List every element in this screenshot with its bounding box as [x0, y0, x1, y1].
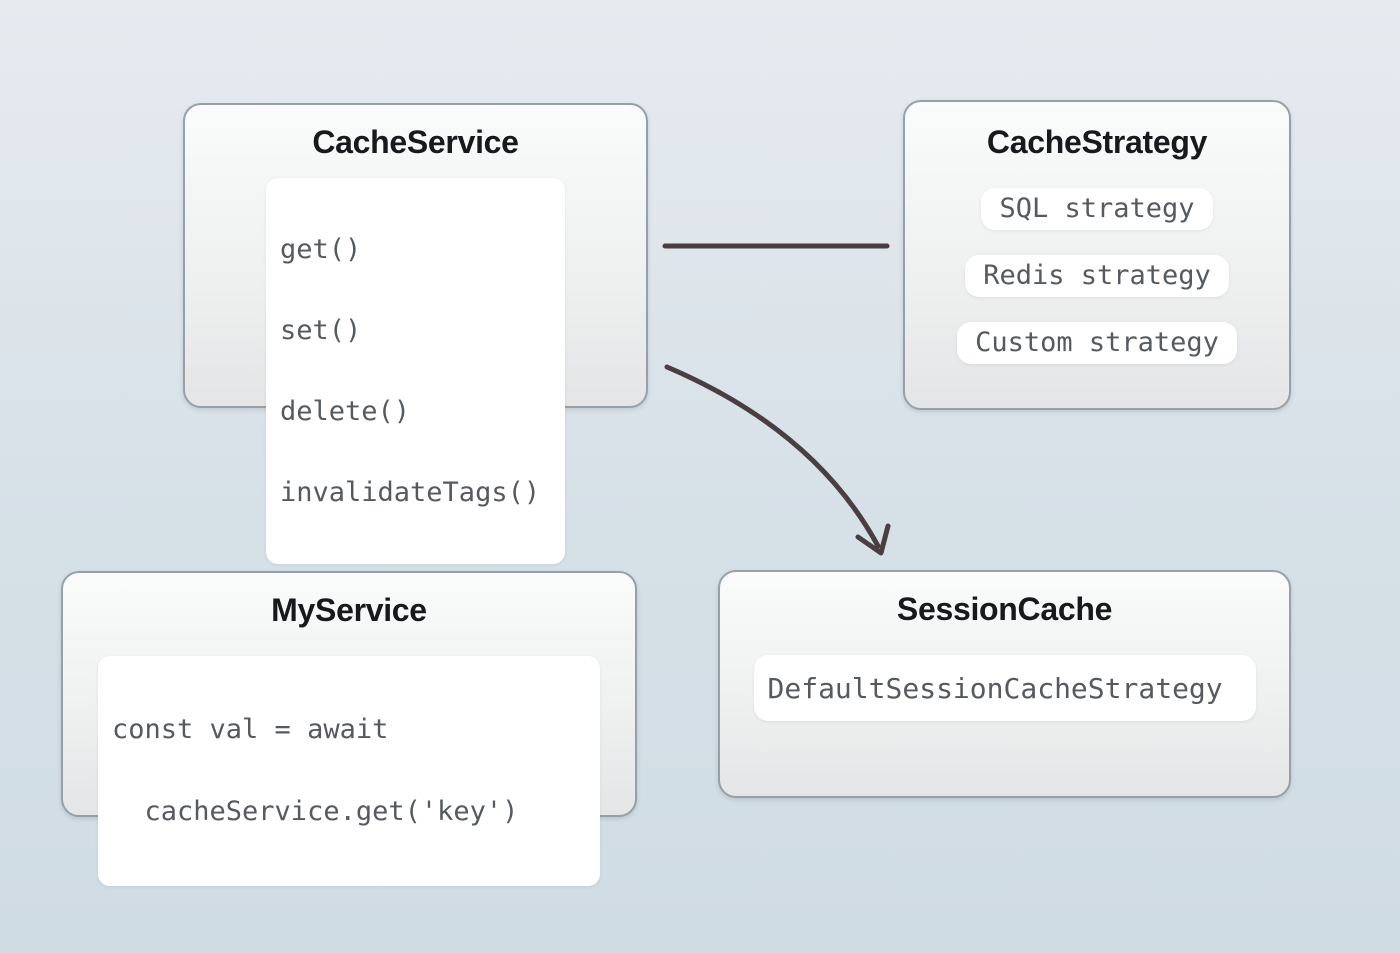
method-set: set() — [280, 315, 362, 346]
method-invalidate-tags: invalidateTags() — [280, 477, 541, 508]
node-session-cache: SessionCache DefaultSessionCacheStrategy — [718, 570, 1291, 798]
method-get: get() — [280, 234, 362, 265]
edge-cacheservice-sessioncache-curve — [664, 364, 881, 549]
pill-default-session-cache-strategy: DefaultSessionCacheStrategy — [753, 655, 1256, 721]
cache-service-methods-panel: get() set() delete() invalidateTags() — [266, 178, 565, 564]
method-delete: delete() — [280, 396, 411, 427]
arrowhead-sessioncache-icon — [855, 523, 891, 556]
code-line-2: cacheService.get('key') — [112, 796, 519, 827]
node-cache-strategy: CacheStrategy SQL strategy Redis strateg… — [903, 100, 1291, 410]
pill-sql-strategy: SQL strategy — [981, 188, 1213, 230]
node-title-cache-service: CacheService — [312, 124, 519, 160]
pill-custom-strategy: Custom strategy — [957, 322, 1237, 364]
my-service-code-panel: const val = await cacheService.get('key'… — [98, 656, 600, 886]
code-line-1: const val = await — [112, 714, 389, 745]
strategy-pill-stack: SQL strategy Redis strategy Custom strat… — [957, 188, 1237, 364]
node-title-cache-strategy: CacheStrategy — [986, 124, 1208, 160]
node-title-session-cache: SessionCache — [896, 591, 1113, 627]
node-cache-service: CacheService get() set() delete() invali… — [183, 103, 648, 564]
node-my-service: MyService const val = await cacheService… — [61, 571, 637, 886]
pill-redis-strategy: Redis strategy — [965, 255, 1229, 297]
node-title-my-service: MyService — [271, 592, 427, 628]
